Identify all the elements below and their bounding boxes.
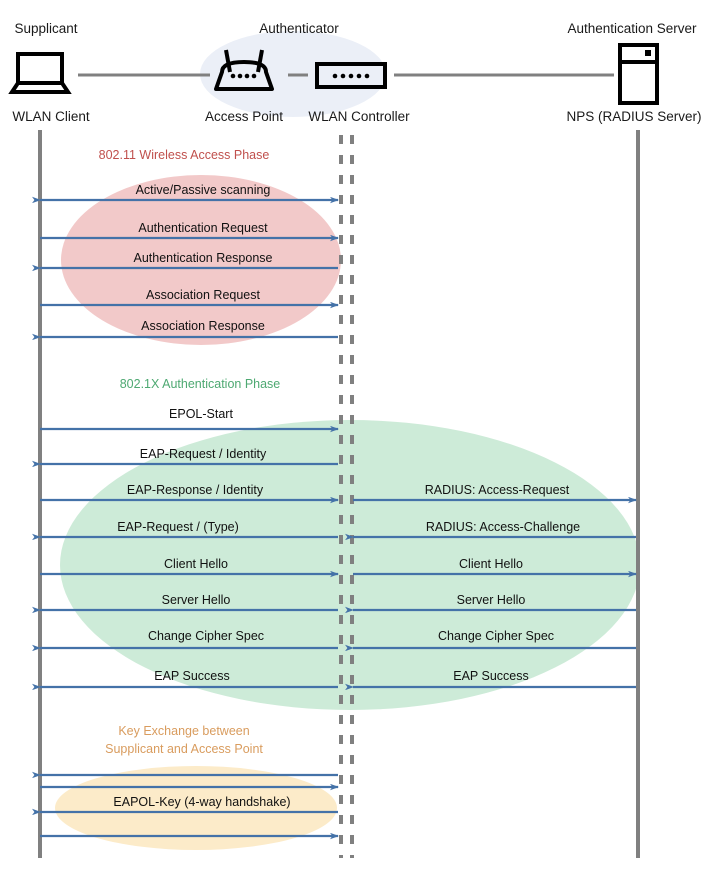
message-label-eap-request-type: EAP-Request / (Type) bbox=[117, 520, 239, 534]
wireless-access-point-icon bbox=[214, 49, 274, 91]
phase-label-dot1x: 802.1X Authentication Phase bbox=[120, 377, 281, 391]
message-label-association-request: Association Request bbox=[146, 288, 260, 302]
actor-device-supplicant: WLAN Client bbox=[12, 109, 90, 124]
phase-label-key-exchange-line2: Supplicant and Access Point bbox=[105, 742, 263, 756]
message-label-change-cipher-spec-right: Change Cipher Spec bbox=[438, 629, 554, 643]
message-label-client-hello-left: Client Hello bbox=[164, 557, 228, 571]
message-label-radius-access-challenge: RADIUS: Access-Challenge bbox=[426, 520, 580, 534]
message-label-client-hello-right: Client Hello bbox=[459, 557, 523, 571]
actor-role-supplicant: Supplicant bbox=[14, 21, 77, 36]
actor-device-wlan-controller: WLAN Controller bbox=[308, 109, 410, 124]
message-label-authentication-response: Authentication Response bbox=[134, 251, 273, 265]
phase-label-wireless-access: 802.11 Wireless Access Phase bbox=[99, 148, 270, 162]
network-switch-icon bbox=[315, 62, 387, 89]
server-led-icon bbox=[645, 50, 651, 56]
message-label-server-hello-right: Server Hello bbox=[457, 593, 526, 607]
actor-device-access-point: Access Point bbox=[205, 109, 283, 124]
ap-led-dots bbox=[230, 73, 257, 79]
message-label-authentication-request: Authentication Request bbox=[138, 221, 268, 235]
laptop-icon bbox=[8, 52, 72, 94]
actor-role-authenticator: Authenticator bbox=[259, 21, 339, 36]
message-label-epol-start: EPOL-Start bbox=[169, 407, 233, 421]
messages-left-group bbox=[32, 196, 339, 840]
lifelines bbox=[38, 130, 640, 858]
message-label-radius-access-request: RADIUS: Access-Request bbox=[425, 483, 570, 497]
server-rack-icon bbox=[618, 43, 659, 105]
message-label-association-response: Association Response bbox=[141, 319, 265, 333]
phase-label-key-exchange-line1: Key Exchange between bbox=[118, 724, 249, 738]
messages-right-labels: RADIUS: Access-Request RADIUS: Access-Ch… bbox=[425, 483, 580, 683]
message-label-change-cipher-spec-left: Change Cipher Spec bbox=[148, 629, 264, 643]
message-label-eapol-key: EAPOL-Key (4-way handshake) bbox=[113, 795, 290, 809]
message-label-active-passive-scanning: Active/Passive scanning bbox=[136, 183, 271, 197]
actor-device-auth-server: NPS (RADIUS Server) bbox=[566, 109, 701, 124]
message-label-eap-request-identity: EAP-Request / Identity bbox=[140, 447, 267, 461]
message-label-eap-success-right: EAP Success bbox=[453, 669, 529, 683]
phase-ellipse-dot1x bbox=[60, 420, 640, 710]
phase-backgrounds bbox=[55, 175, 640, 850]
switch-led-dots bbox=[332, 73, 370, 79]
messages-right-group bbox=[345, 496, 637, 691]
phase-ellipse-wireless-access bbox=[61, 175, 341, 345]
message-label-eap-response-identity: EAP-Response / Identity bbox=[127, 483, 264, 497]
message-label-eap-success-left: EAP Success bbox=[154, 669, 230, 683]
messages-left-labels: Active/Passive scanning Authentication R… bbox=[113, 183, 290, 809]
message-label-server-hello-left: Server Hello bbox=[162, 593, 231, 607]
actor-role-auth-server: Authentication Server bbox=[567, 21, 697, 36]
